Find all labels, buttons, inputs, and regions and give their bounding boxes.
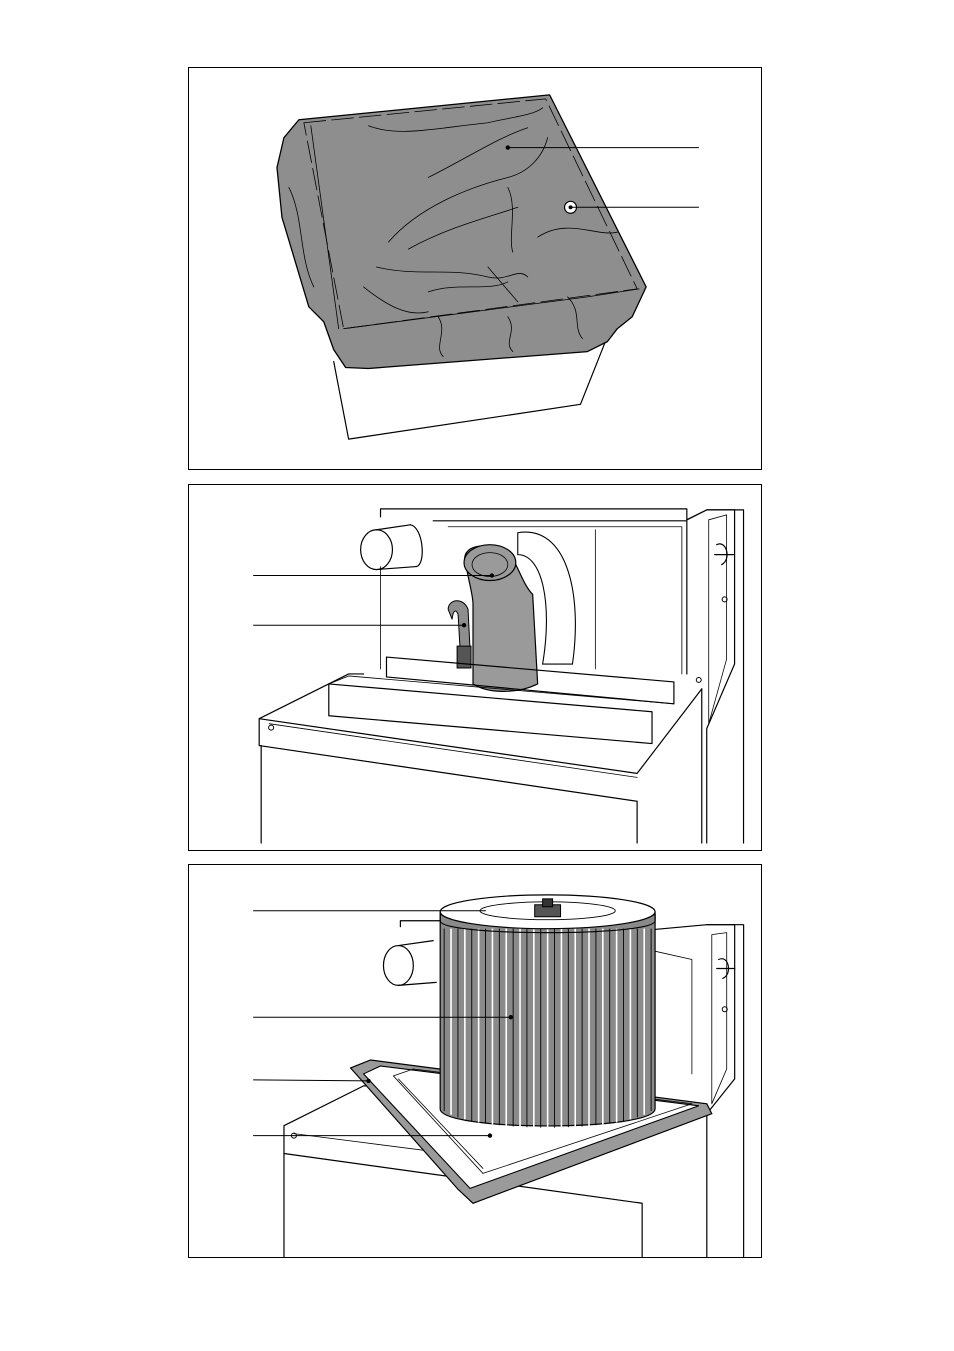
wing-nut-stem [543, 899, 553, 907]
filter-insert-illustration [189, 865, 761, 1257]
clamp-knob-icon [717, 959, 735, 979]
screw-icon [696, 677, 701, 682]
screw-icon [269, 725, 274, 730]
figure-panel-dust-cover [188, 67, 762, 470]
clamp-knob-icon [715, 544, 735, 565]
pipe-stub-opening [383, 946, 413, 986]
machine-top-tray [259, 674, 702, 773]
side-panel [687, 510, 735, 843]
callout-leader-3 [253, 1080, 368, 1081]
pipe-stub-end [410, 525, 422, 567]
rail-front [329, 684, 652, 744]
figure-panel-hose-connection [188, 484, 762, 851]
figure-panel-filter-insert [188, 864, 762, 1258]
side-panel [707, 925, 735, 1257]
pipe-stub-opening [361, 530, 393, 570]
hose-connection-illustration [189, 485, 761, 850]
dust-cover [277, 95, 646, 369]
side-panel-inner [712, 933, 727, 1104]
dust-cover-illustration [189, 68, 761, 469]
tray-lip [269, 724, 637, 778]
housing-opening [652, 951, 692, 1074]
